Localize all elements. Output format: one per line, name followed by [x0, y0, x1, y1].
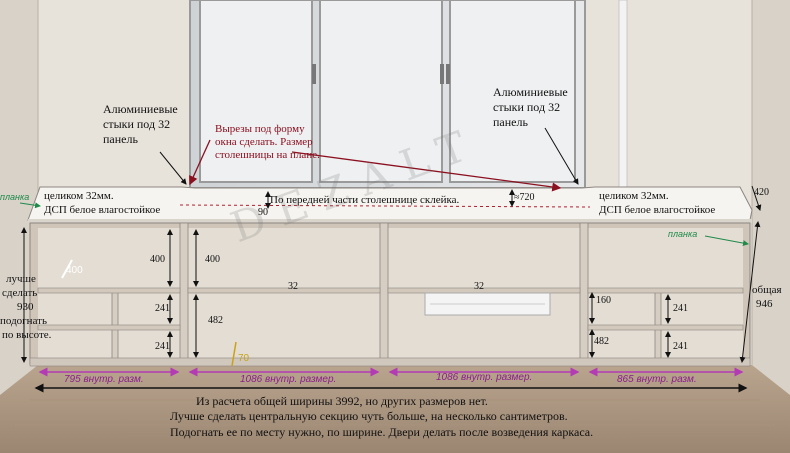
dim-s2-32: 32 [288, 281, 298, 292]
width-section-1: 795 внутр. разм. [64, 374, 144, 385]
right-top-line2: ДСП белое влагостойкое [599, 204, 716, 216]
width-section-3: 1086 внутр. размер. [436, 372, 533, 383]
dim-s3-32: 32 [474, 281, 484, 292]
left-top-line1: целиком 32мм. [44, 190, 114, 202]
left-side-line1: лучше [6, 273, 36, 285]
width-section-4: 865 внутр. разм. [617, 374, 697, 385]
cutout-line3: столешницы на плане. [215, 149, 320, 161]
dim-90: 90 [258, 207, 268, 218]
total-height-line1: общая [752, 284, 782, 296]
dim-s4-160: 160 [596, 295, 611, 306]
dim-s2-70: 70 [238, 353, 250, 364]
cutout-line2: окна сделать. Размер [215, 136, 313, 148]
width-section-2: 1086 внутр. размер. [240, 374, 337, 385]
alu-left-line3: панель [103, 132, 138, 146]
alu-left-line2: стыки под 32 [103, 117, 171, 131]
alu-right-line3: панель [493, 115, 528, 129]
cutout-line1: Вырезы под форму [215, 123, 305, 135]
left-side-line5: по высоте. [2, 329, 52, 341]
alu-left-line1: Алюминиевые [103, 102, 178, 116]
note-line3: Подогнать ее по месту нужно, по ширине. … [170, 425, 594, 439]
left-side-line3: 930 [17, 301, 34, 313]
glue-note: По передней части столешнице склейка. [270, 194, 460, 206]
left-top-line2: ДСП белое влагостойкое [44, 204, 161, 216]
planka-right-label: планка [668, 229, 698, 239]
dim-s1-241b: 241 [155, 341, 170, 352]
dim-s4-241a: 241 [673, 303, 688, 314]
dim-s1-400: 400 [66, 265, 83, 276]
alu-right-line1: Алюминиевые [493, 85, 568, 99]
note-line1: Из расчета общей ширины 3992, но других … [196, 394, 488, 408]
dim-s4-482: 482 [594, 336, 609, 347]
dim-s1-400b: 400 [150, 254, 165, 265]
dim-s4-241b: 241 [673, 341, 688, 352]
dim-s2-400: 400 [205, 254, 220, 265]
note-line2: Лучше сделать центральную секцию чуть бо… [170, 409, 568, 423]
planka-left-label: планка [0, 192, 30, 202]
left-side-line4: подогнать [0, 315, 47, 327]
total-height-line2: 946 [756, 298, 773, 310]
dim-s2-482: 482 [208, 315, 223, 326]
right-top-line1: целиком 32мм. [599, 190, 669, 202]
left-side-line2: сделать [2, 287, 38, 299]
dim-s1-241a: 241 [155, 303, 170, 314]
dim-720: ≈720 [514, 192, 535, 203]
alu-right-line2: стыки под 32 [493, 100, 561, 114]
dim-420: 420 [754, 187, 769, 198]
